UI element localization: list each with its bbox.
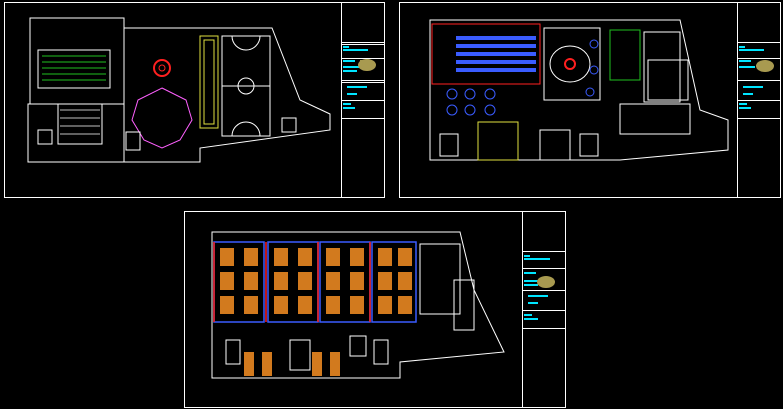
logo-icon (756, 60, 774, 72)
sheet-frame (399, 2, 781, 198)
sheet-ground-floor (4, 2, 385, 198)
sheet-typical-floor (184, 211, 566, 408)
logo-icon (358, 59, 376, 71)
title-block (341, 42, 384, 119)
sheet-frame (184, 211, 566, 408)
sheet-first-floor (399, 2, 781, 198)
sheet-frame (4, 2, 385, 198)
logo-icon (537, 276, 555, 288)
